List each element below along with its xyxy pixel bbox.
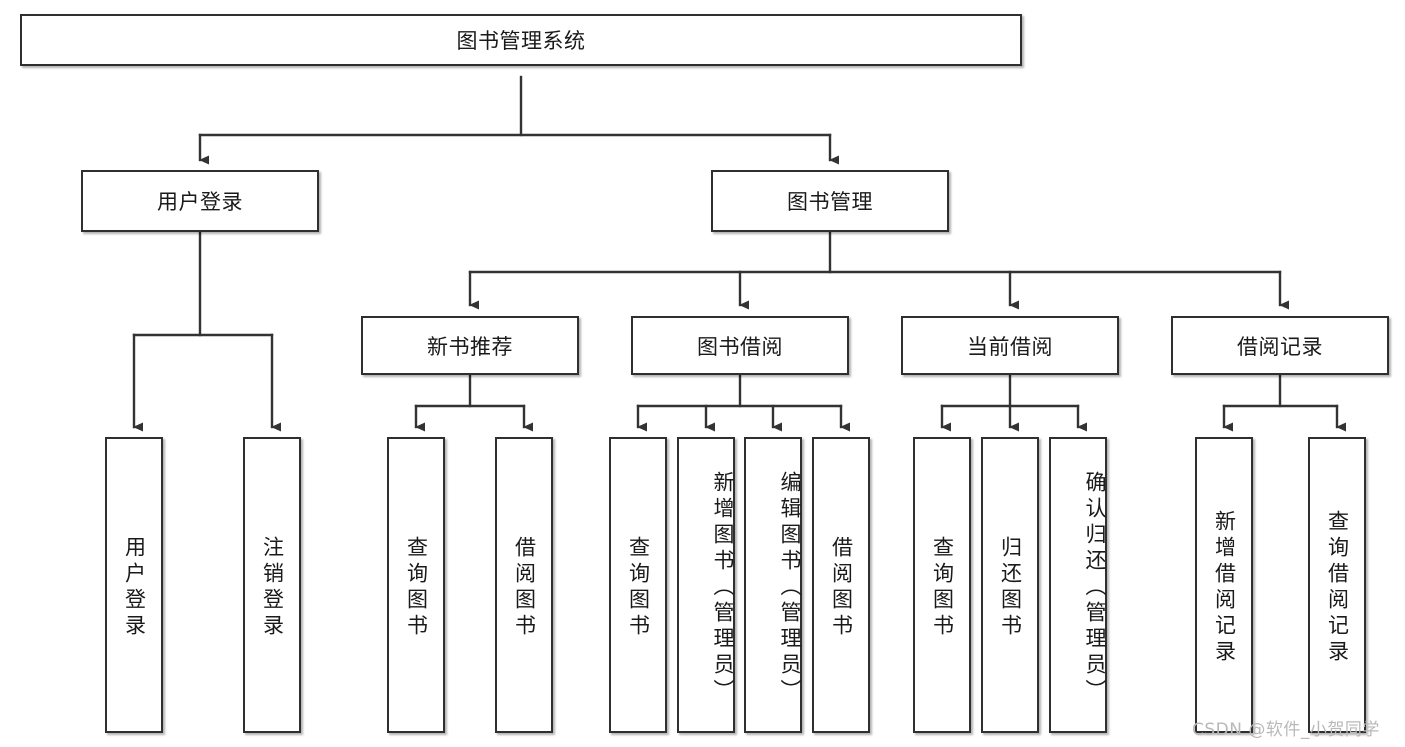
node-label: 借阅图书 <box>829 536 854 640</box>
node-label: 图书管理系统 <box>456 29 586 53</box>
node-leaf-borrow-books-recommend[interactable]: 借阅图书 <box>495 437 553 733</box>
node-current-borrow[interactable]: 当前借阅 <box>901 316 1119 375</box>
node-leaf-query-borrow-record[interactable]: 查询借阅记录 <box>1308 437 1366 733</box>
node-leaf-add-borrow-record[interactable]: 新增借阅记录 <box>1195 437 1253 733</box>
node-label: 查询借阅记录 <box>1325 510 1350 666</box>
node-leaf-confirm-return-admin[interactable]: 确认归还（管理员） <box>1049 437 1107 733</box>
node-borrow-records[interactable]: 借阅记录 <box>1171 316 1389 375</box>
node-leaf-return-books[interactable]: 归还图书 <box>981 437 1039 733</box>
node-label: 查询图书 <box>930 536 955 640</box>
node-label: 新增图书（管理员） <box>711 471 735 705</box>
node-leaf-query-books-recommend[interactable]: 查询图书 <box>387 437 445 733</box>
node-leaf-borrow-books[interactable]: 借阅图书 <box>812 437 870 733</box>
node-book-borrow[interactable]: 图书借阅 <box>631 316 849 375</box>
node-label: 归还图书 <box>998 536 1023 640</box>
node-user-login[interactable]: 用户登录 <box>81 170 319 232</box>
node-root-system[interactable]: 图书管理系统 <box>20 14 1022 66</box>
node-leaf-logout[interactable]: 注销登录 <box>243 437 301 733</box>
node-label: 图书借阅 <box>697 334 783 359</box>
node-leaf-add-book-admin[interactable]: 新增图书（管理员） <box>677 437 735 733</box>
node-label: 借阅图书 <box>512 536 537 640</box>
node-label: 新增借阅记录 <box>1212 510 1237 666</box>
node-label: 查询图书 <box>626 536 651 640</box>
node-leaf-user-login[interactable]: 用户登录 <box>105 437 163 733</box>
node-label: 借阅记录 <box>1237 334 1323 359</box>
node-book-management[interactable]: 图书管理 <box>711 170 949 232</box>
node-label: 用户登录 <box>157 190 243 214</box>
node-leaf-query-books-borrow[interactable]: 查询图书 <box>609 437 667 733</box>
node-label: 图书管理 <box>787 190 873 214</box>
node-label: 编辑图书（管理员） <box>778 471 802 705</box>
node-label: 用户登录 <box>122 536 147 640</box>
node-leaf-edit-book-admin[interactable]: 编辑图书（管理员） <box>744 437 802 733</box>
node-new-book-recommend[interactable]: 新书推荐 <box>361 316 579 375</box>
node-label: 注销登录 <box>260 536 285 640</box>
node-label: 当前借阅 <box>967 334 1053 359</box>
watermark-text: CSDN @软件_小贺同学 <box>1192 720 1380 740</box>
node-label: 确认归还（管理员） <box>1083 471 1107 705</box>
node-leaf-query-books-current[interactable]: 查询图书 <box>913 437 971 733</box>
node-label: 查询图书 <box>404 536 429 640</box>
node-label: 新书推荐 <box>427 334 513 359</box>
